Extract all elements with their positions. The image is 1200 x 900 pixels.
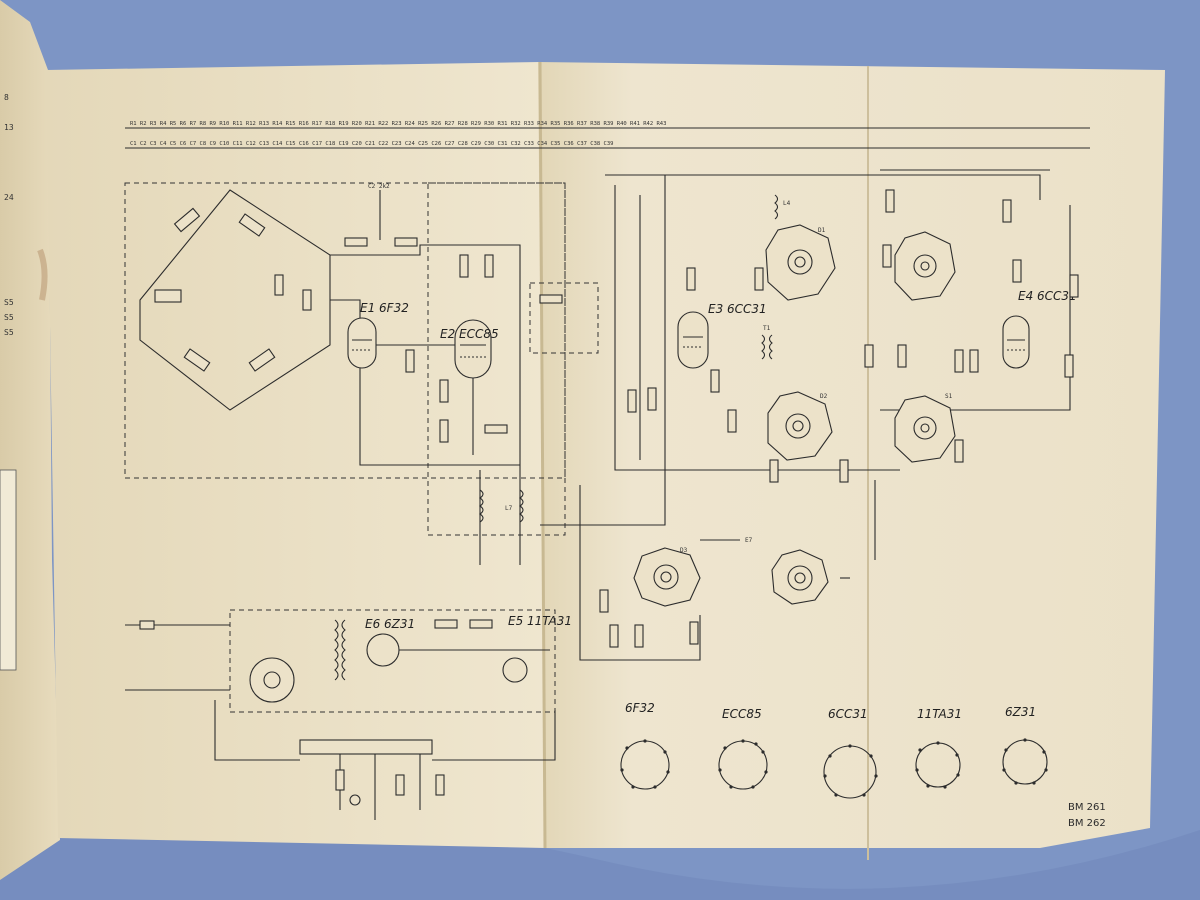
ref-c2: C2 2k2 xyxy=(368,183,390,190)
pinout-6f32: 6F32 xyxy=(620,701,670,790)
doc-code-2: BM 262 xyxy=(1068,818,1106,829)
tube-e5-label: E5 11TA31 xyxy=(508,614,572,628)
svg-text:D3: D3 xyxy=(680,547,688,554)
svg-text:C1 C2 C3 C4 C5 C6 C7 C8 C9 C10: C1 C2 C3 C4 C5 C6 C7 C8 C9 C10 C11 C12 C… xyxy=(130,141,613,147)
right-page xyxy=(538,62,1165,848)
rotary-switch-s1-top xyxy=(894,231,956,301)
rotary-switch-d1: D1 xyxy=(765,224,836,301)
svg-text:24: 24 xyxy=(4,193,14,202)
svg-text:6CC31: 6CC31 xyxy=(828,707,868,721)
tube-e1-envelope xyxy=(347,317,377,369)
pinout-diagrams: 6F32 ECC85 6CC31 11TA31 6Z31 xyxy=(620,701,1048,799)
tube-e6-label: E6 6Z31 xyxy=(365,617,415,631)
ref-l4: L4 xyxy=(783,200,791,207)
svg-text:D1: D1 xyxy=(818,227,826,234)
svg-text:13: 13 xyxy=(4,123,14,132)
doc-code-1: BM 261 xyxy=(1068,802,1106,813)
svg-text:R1 R2 R3 R4 R5 R6 R7 R8 R9 R10: R1 R2 R3 R4 R5 R6 R7 R8 R9 R10 R11 R12 R… xyxy=(130,121,666,127)
ref-l7: L7 xyxy=(505,505,513,512)
left-page xyxy=(46,62,545,848)
ref-e7: E7 xyxy=(745,537,753,544)
rotary-switch-d2: D2 xyxy=(767,391,833,461)
svg-text:6Z31: 6Z31 xyxy=(1005,705,1036,719)
svg-text:S5: S5 xyxy=(4,328,14,337)
svg-text:D2: D2 xyxy=(820,393,828,400)
socket-right xyxy=(771,549,829,605)
svg-text:ECC85: ECC85 xyxy=(722,707,762,721)
tube-e4-label: E4 6CC31 xyxy=(1018,289,1077,303)
svg-text:S5: S5 xyxy=(4,313,14,322)
pinout-11ta31: 11TA31 xyxy=(915,707,962,789)
svg-text:S5: S5 xyxy=(4,298,14,307)
rotary-switch-d3: D3 xyxy=(633,547,701,607)
top-reference-rulers: R1 R2 R3 R4 R5 R6 R7 R8 R9 R10 R11 R12 R… xyxy=(125,121,1090,149)
pinout-ecc85: ECC85 xyxy=(718,707,768,790)
tube-e3-envelope xyxy=(677,311,709,369)
svg-text:S1: S1 xyxy=(945,393,953,400)
tube-e4-envelope xyxy=(1002,315,1030,369)
svg-text:8: 8 xyxy=(4,93,9,102)
svg-text:6F32: 6F32 xyxy=(625,701,655,715)
pinout-6cc31: 6CC31 xyxy=(823,707,878,799)
ref-t1: T1 xyxy=(763,325,771,332)
tube-e3-label: E3 6CC31 xyxy=(708,302,767,316)
rotary-switch-s1: S1 xyxy=(894,393,956,463)
svg-text:11TA31: 11TA31 xyxy=(917,707,962,721)
tube-e6-envelope xyxy=(366,633,400,667)
pinout-6z31: 6Z31 xyxy=(1002,705,1048,785)
tube-e5-envelope xyxy=(502,657,528,683)
tube-e1-label: E1 6F32 xyxy=(360,301,409,315)
tube-e2-label: E2 ECC85 xyxy=(440,327,499,341)
